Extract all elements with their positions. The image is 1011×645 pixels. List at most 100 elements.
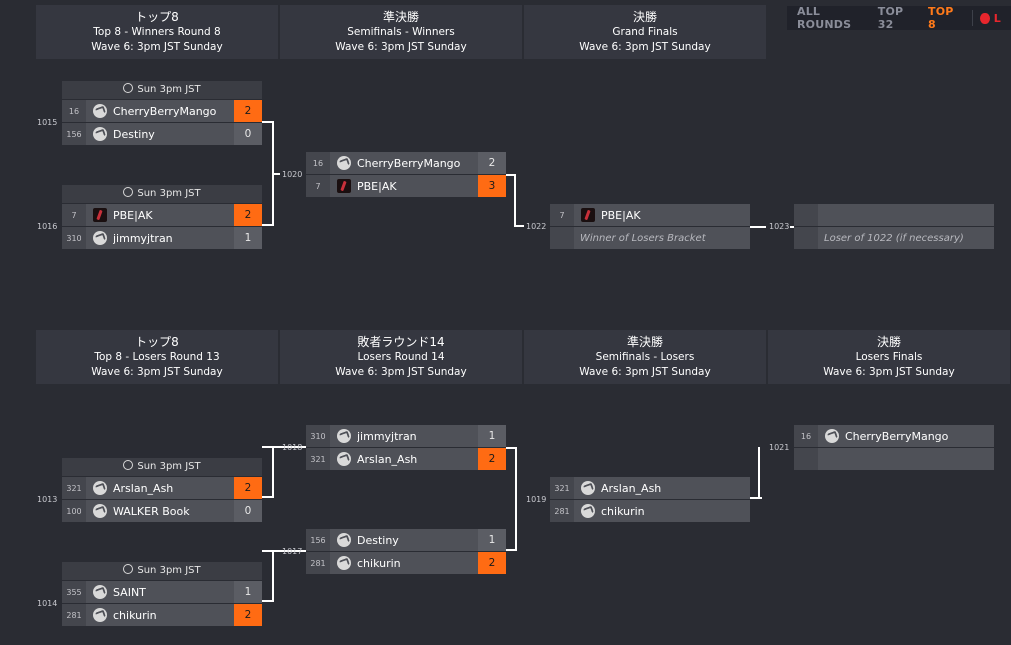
filter-top32[interactable]: TOP 32 <box>877 5 904 31</box>
round-title: 決勝 <box>632 10 657 24</box>
match-id: 1014 <box>37 599 58 608</box>
bracket-connector <box>272 550 306 552</box>
player-row[interactable]: 321 Arslan_Ash <box>550 477 750 499</box>
round-title: 準決勝 <box>626 335 663 349</box>
header-losers-round14: 敗者ラウンド14 Losers Round 14 Wave 6: 3pm JST… <box>280 330 522 384</box>
seed: 321 <box>62 477 86 499</box>
seed: 321 <box>550 477 574 499</box>
player-score: 1 <box>234 581 262 603</box>
seed: 281 <box>550 500 574 522</box>
filter-divider <box>971 10 973 26</box>
player-logo-icon <box>93 504 107 518</box>
filter-all-rounds[interactable]: ALL ROUNDS <box>797 5 852 31</box>
player-name: PBE|AK <box>357 179 397 193</box>
bracket-connector <box>262 600 274 602</box>
seed: 100 <box>62 500 86 522</box>
player-logo-icon <box>337 533 351 547</box>
round-subtitle: Top 8 - Losers Round 13 <box>94 351 220 363</box>
bracket-connector <box>506 174 516 227</box>
round-title: 決勝 <box>876 335 901 349</box>
seed: 7 <box>306 175 330 197</box>
seed <box>550 227 574 249</box>
player-row[interactable] <box>794 447 994 470</box>
player-name: Arslan_Ash <box>113 481 174 495</box>
player-logo-icon <box>93 481 107 495</box>
player-logo-icon <box>93 585 107 599</box>
bracket-connector <box>262 121 274 226</box>
player-name: PBE|AK <box>601 208 641 222</box>
filter-live[interactable]: L <box>993 11 1001 25</box>
player-logo-icon <box>581 504 595 518</box>
bracket-connector <box>262 550 274 602</box>
round-subtitle: Losers Finals <box>855 351 923 363</box>
bracket-connector <box>750 226 766 228</box>
match-time: Sun 3pm JST <box>62 562 262 581</box>
player-score: 0 <box>234 123 262 145</box>
bracket-connector <box>750 447 762 499</box>
player-name: CherryBerryMango <box>113 104 217 118</box>
seed <box>794 227 818 249</box>
round-time: Wave 6: 3pm JST Sunday <box>579 366 711 378</box>
bracket-connector <box>514 225 524 227</box>
player-name: Arslan_Ash <box>601 481 662 495</box>
player-row[interactable]: Winner of Losers Bracket <box>550 226 750 249</box>
player-name: CherryBerryMango <box>357 156 461 170</box>
player-score: 2 <box>478 152 506 174</box>
match-1023[interactable]: Loser of 1022 (if necessary) <box>794 204 994 249</box>
player-logo-icon <box>93 104 107 118</box>
player-logo-icon <box>337 429 351 443</box>
player-logo-icon <box>581 481 595 495</box>
filter-top8[interactable]: TOP 8 <box>928 5 954 31</box>
header-grand-finals: 決勝 Grand Finals Wave 6: 3pm JST Sunday <box>524 5 766 59</box>
header-top8-winners: トップ8 Top 8 - Winners Round 8 Wave 6: 3pm… <box>36 5 278 59</box>
round-filter-bar: ALL ROUNDS TOP 32 TOP 8 L <box>787 5 1011 31</box>
seed: 7 <box>62 204 86 226</box>
player-score: 1 <box>478 529 506 551</box>
seed: 355 <box>62 581 86 603</box>
player-name: PBE|AK <box>113 208 153 222</box>
player-row[interactable]: Loser of 1022 (if necessary) <box>794 226 994 249</box>
bracket-connector <box>272 446 306 448</box>
match-id: 1018 <box>282 443 303 452</box>
seed <box>794 204 818 226</box>
round-time: Wave 6: 3pm JST Sunday <box>91 41 223 53</box>
player-logo-icon <box>825 429 839 443</box>
seed: 156 <box>62 123 86 145</box>
player-row[interactable] <box>794 204 994 226</box>
match-id: 1015 <box>37 118 58 127</box>
header-top8-losers: トップ8 Top 8 - Losers Round 13 Wave 6: 3pm… <box>36 330 278 384</box>
bracket-connector <box>758 447 760 499</box>
player-logo-icon <box>337 452 351 466</box>
live-dot-icon <box>980 12 990 24</box>
round-title: 敗者ラウンド14 <box>357 335 445 349</box>
round-time: Wave 6: 3pm JST Sunday <box>579 41 711 53</box>
round-time: Wave 6: 3pm JST Sunday <box>823 366 955 378</box>
